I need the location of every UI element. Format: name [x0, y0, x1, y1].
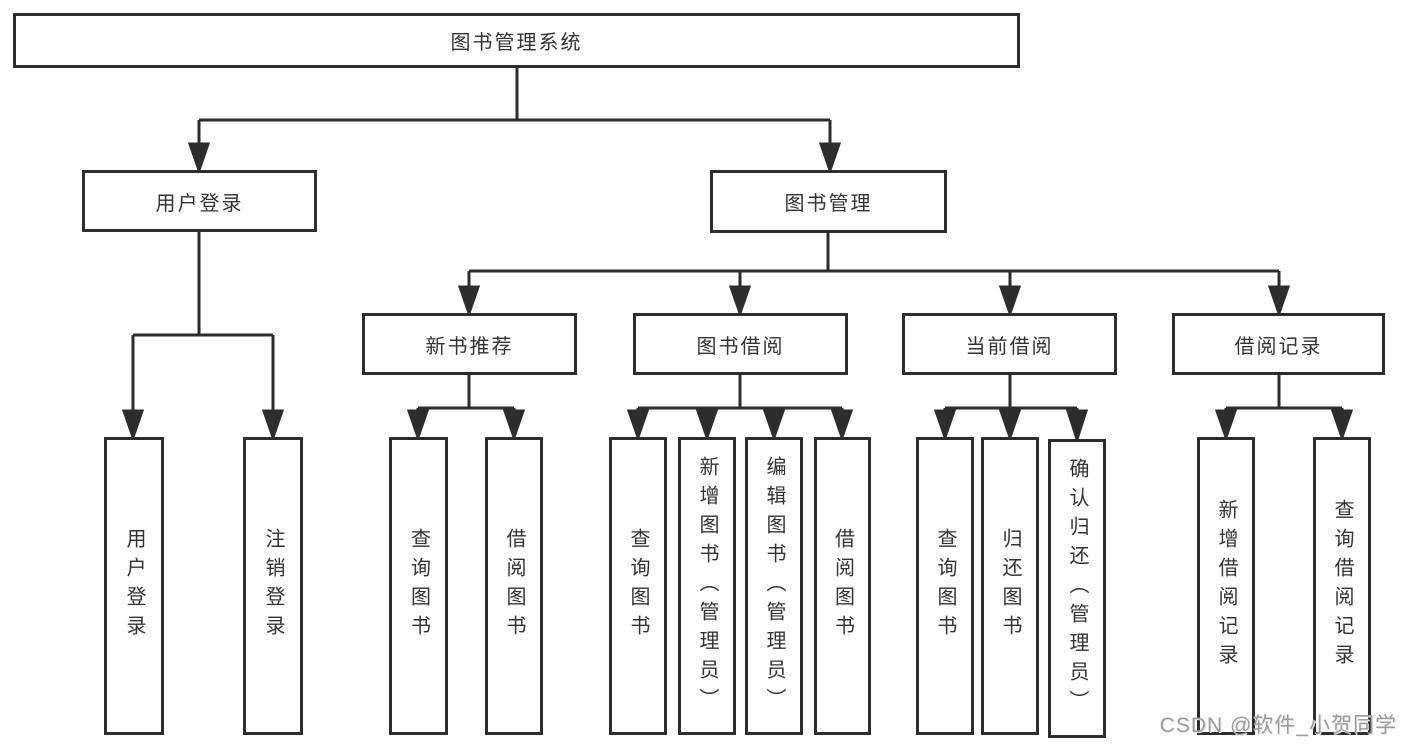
arrowhead [762, 409, 786, 442]
node-label: 查询借阅记录 [1331, 499, 1353, 673]
node-label: 查询图书 [934, 528, 956, 644]
node-current-borrowing: 当前借阅 [902, 313, 1117, 375]
arrowhead [830, 409, 854, 442]
leaf-logout: 注销登录 [243, 437, 303, 735]
leaf-add-book-admin: 新增图书（管理员） [678, 437, 736, 735]
arrowhead [261, 409, 285, 442]
node-label: 图书借阅 [696, 335, 785, 358]
arrowhead [626, 409, 650, 442]
arrowhead [998, 409, 1022, 442]
arrowhead [1214, 409, 1238, 442]
node-label: 借阅图书 [503, 528, 525, 644]
node-label: 借阅图书 [831, 528, 854, 644]
node-label: 编辑图书（管理员） [763, 455, 785, 717]
leaf-query-books-1: 查询图书 [389, 437, 448, 735]
leaf-user-login: 用户登录 [104, 437, 164, 735]
leaf-confirm-return-admin: 确认归还（管理员） [1048, 439, 1106, 738]
node-label: 查询图书 [407, 528, 430, 644]
arrowhead [457, 285, 481, 318]
arrowhead [1330, 409, 1354, 442]
node-label: 归还图书 [999, 528, 1021, 644]
leaf-edit-book-admin: 编辑图书（管理员） [745, 437, 803, 735]
arrowhead [1065, 409, 1089, 444]
node-label: 当前借阅 [965, 335, 1054, 358]
arrowhead [121, 409, 145, 442]
leaf-query-books-2: 查询图书 [609, 437, 667, 735]
node-root: 图书管理系统 [13, 13, 1020, 68]
arrowhead [728, 285, 752, 318]
node-book-borrowing: 图书借阅 [633, 313, 848, 375]
node-label: 借阅记录 [1234, 335, 1323, 358]
node-label: 用户登录 [123, 528, 145, 644]
arrowhead [406, 409, 430, 442]
node-label: 新增借阅记录 [1215, 499, 1237, 673]
leaf-query-books-3: 查询图书 [916, 437, 974, 735]
arrowhead [187, 142, 211, 175]
node-label: 确认归还（管理员） [1066, 458, 1088, 719]
arrowhead [933, 409, 957, 442]
node-user-login: 用户登录 [82, 170, 317, 232]
node-new-book-recommend: 新书推荐 [362, 313, 577, 375]
node-label: 图书管理系统 [450, 32, 583, 54]
arrowhead [502, 409, 526, 442]
node-borrowing-records: 借阅记录 [1172, 313, 1385, 375]
leaf-borrow-books-1: 借阅图书 [485, 437, 543, 735]
arrowhead [1267, 285, 1291, 318]
node-label: 查询图书 [627, 528, 649, 644]
node-label: 新书推荐 [425, 335, 514, 358]
arrowhead [998, 285, 1022, 318]
arrowhead [695, 409, 719, 442]
arrowhead [818, 142, 842, 175]
leaf-add-borrow-record: 新增借阅记录 [1197, 437, 1255, 735]
node-label: 注销登录 [262, 528, 284, 644]
leaf-query-borrow-record: 查询借阅记录 [1313, 437, 1371, 735]
leaf-return-book: 归还图书 [981, 437, 1039, 735]
csdn-watermark: CSDN @软件_小贺同学 [1159, 714, 1397, 737]
node-label: 用户登录 [155, 192, 244, 215]
leaf-borrow-books-2: 借阅图书 [814, 437, 871, 735]
node-label: 图书管理 [784, 193, 873, 215]
node-book-management: 图书管理 [710, 170, 947, 233]
node-label: 新增图书（管理员） [696, 455, 718, 717]
